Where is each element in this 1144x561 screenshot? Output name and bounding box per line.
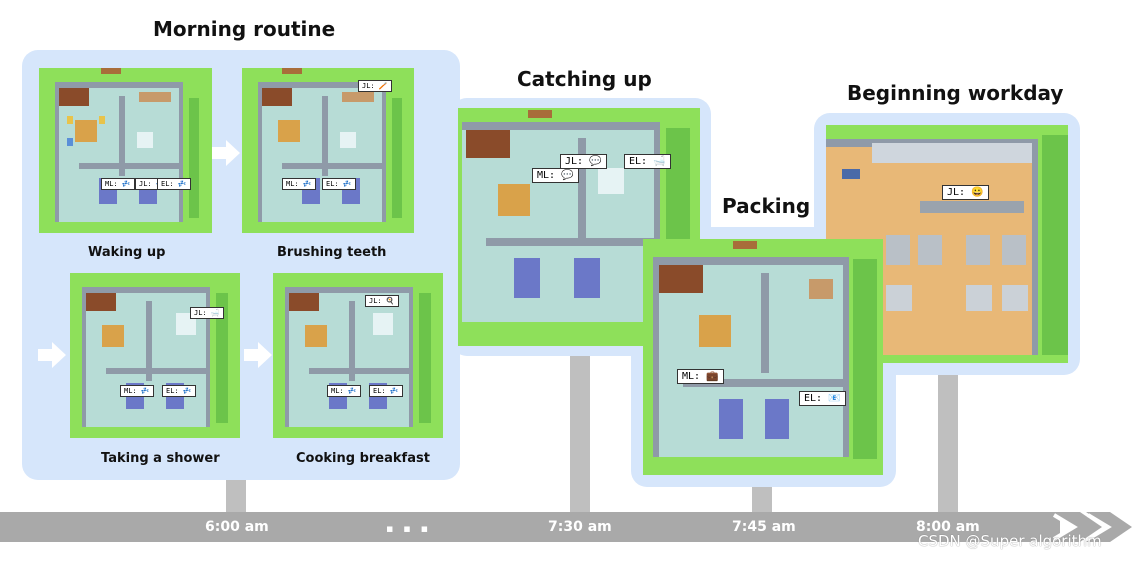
scene-catching-up: JL: 💬 ML: 💬 EL: 🛁 <box>458 108 700 346</box>
speech-bubble: ML: 💤 <box>327 385 361 397</box>
timeline-arrowhead-icon <box>1050 512 1132 542</box>
timeline-stem <box>226 478 246 514</box>
apartment-map-icon <box>653 241 877 459</box>
speech-bubble: EL: 📧 <box>799 391 846 406</box>
speech-bubble: ML: 💤 <box>282 178 316 190</box>
watermark: CSDN @Super algorithm <box>918 532 1102 550</box>
speech-bubble: EL: 💤 <box>157 178 191 190</box>
timeline-stem <box>752 484 772 514</box>
speech-bubble: EL: 💤 <box>322 178 356 190</box>
group-title-packing: Packing <box>722 194 811 218</box>
flow-arrow-icon <box>212 140 240 166</box>
timeline-label-ellipsis: ▪ ▪ ▪ <box>386 522 432 535</box>
scene-packing: ML: 💼 EL: 📧 <box>643 239 883 475</box>
timeline-stem <box>570 355 590 515</box>
flow-arrow-icon <box>38 342 66 368</box>
flow-arrow-icon <box>244 342 272 368</box>
speech-bubble: EL: 🛁 <box>624 154 671 169</box>
apartment-map-icon <box>285 287 431 427</box>
speech-bubble: JL: 🍳 <box>365 295 399 307</box>
group-title-morning-routine: Morning routine <box>153 17 336 41</box>
timeline-label-7-30: 7:30 am <box>548 519 612 535</box>
scene-caption-cooking-breakfast: Cooking breakfast <box>296 451 430 466</box>
speech-bubble: ML: 💤 <box>120 385 154 397</box>
timeline-label-8-00: 8:00 am <box>916 519 980 535</box>
speech-bubble: JL: 🛁 <box>190 307 224 319</box>
scene-taking-a-shower: JL: 🛁 ML: 💤 EL: 💤 <box>70 273 240 438</box>
group-title-beginning-workday: Beginning workday <box>847 81 1064 105</box>
speech-bubble: EL: 💤 <box>162 385 196 397</box>
scene-waking-up: ML: 💤 JL: 💤 EL: 💤 <box>39 68 212 233</box>
timeline-label-7-45: 7:45 am <box>732 519 796 535</box>
apartment-map-icon <box>258 68 402 222</box>
scene-caption-brushing-teeth: Brushing teeth <box>277 245 387 260</box>
speech-bubble: JL: 😀 <box>942 185 989 200</box>
group-title-catching-up: Catching up <box>517 67 652 91</box>
timeline-bar <box>0 512 1060 542</box>
timeline-stem <box>938 370 958 515</box>
speech-bubble: EL: 💤 <box>369 385 403 397</box>
scene-caption-taking-a-shower: Taking a shower <box>101 451 220 466</box>
speech-bubble: JL: 🪥 <box>358 80 392 92</box>
speech-bubble: ML: 💤 <box>101 178 135 190</box>
scene-cooking-breakfast: JL: 🍳 ML: 💤 EL: 💤 <box>273 273 443 438</box>
speech-bubble: ML: 💬 <box>532 168 579 183</box>
scene-caption-waking-up: Waking up <box>88 245 166 260</box>
speech-bubble: ML: 💼 <box>677 369 724 384</box>
scene-brushing-teeth: JL: 🪥 ML: 💤 EL: 💤 <box>242 68 414 233</box>
speech-bubble: JL: 💬 <box>560 154 607 169</box>
apartment-map-icon <box>82 287 228 427</box>
apartment-map-icon <box>55 68 199 222</box>
timeline-label-6-00: 6:00 am <box>205 519 269 535</box>
